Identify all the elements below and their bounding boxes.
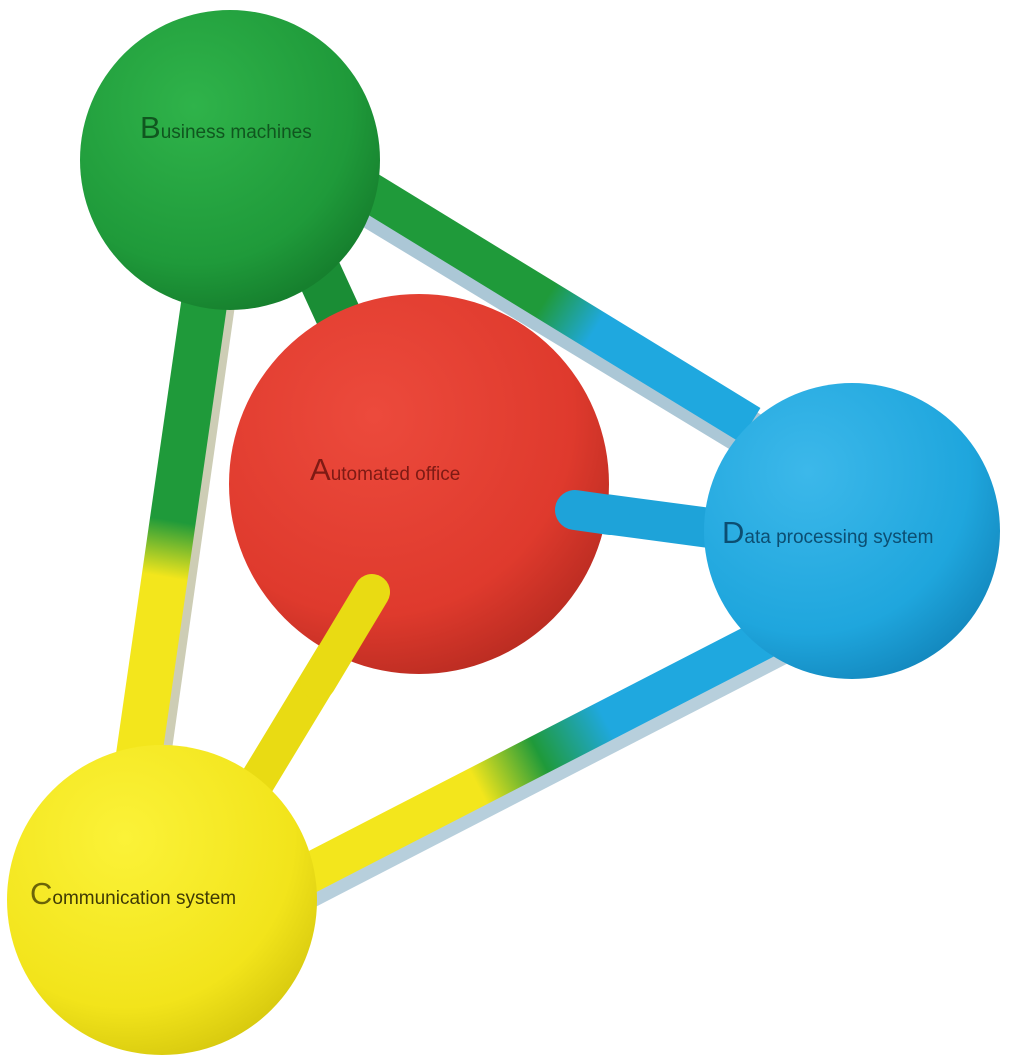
- communication-label: Communication system: [30, 876, 236, 911]
- node-data: Data processing system: [704, 383, 1000, 679]
- communication-sphere: [7, 745, 317, 1055]
- connectors: [111, 150, 817, 909]
- node-office: Automated office: [229, 294, 609, 674]
- connector-business-communication: [111, 231, 237, 794]
- office-sphere: [229, 294, 609, 674]
- communication-rest: ommunication system: [52, 888, 236, 909]
- office-rest: utomated office: [331, 464, 461, 485]
- connector-business-data: [319, 150, 761, 443]
- data-sphere: [704, 383, 1000, 679]
- connector-communication-data: [290, 600, 815, 896]
- business-initial: B: [140, 110, 161, 145]
- data-rest: ata processing system: [744, 527, 933, 548]
- office-initial: A: [310, 452, 331, 487]
- data-initial: D: [722, 515, 744, 550]
- connector-office-communication-tip: [300, 574, 390, 700]
- business-rest: usiness machines: [161, 122, 312, 143]
- connector-office-data-tip: [555, 490, 630, 535]
- node-communication: Communication system: [7, 745, 317, 1055]
- communication-initial: C: [30, 876, 52, 911]
- node-business: Business machines: [80, 10, 380, 310]
- business-label: Business machines: [140, 110, 312, 145]
- data-label: Data processing system: [722, 515, 933, 550]
- business-sphere: [80, 10, 380, 310]
- office-label: Automated office: [310, 452, 460, 487]
